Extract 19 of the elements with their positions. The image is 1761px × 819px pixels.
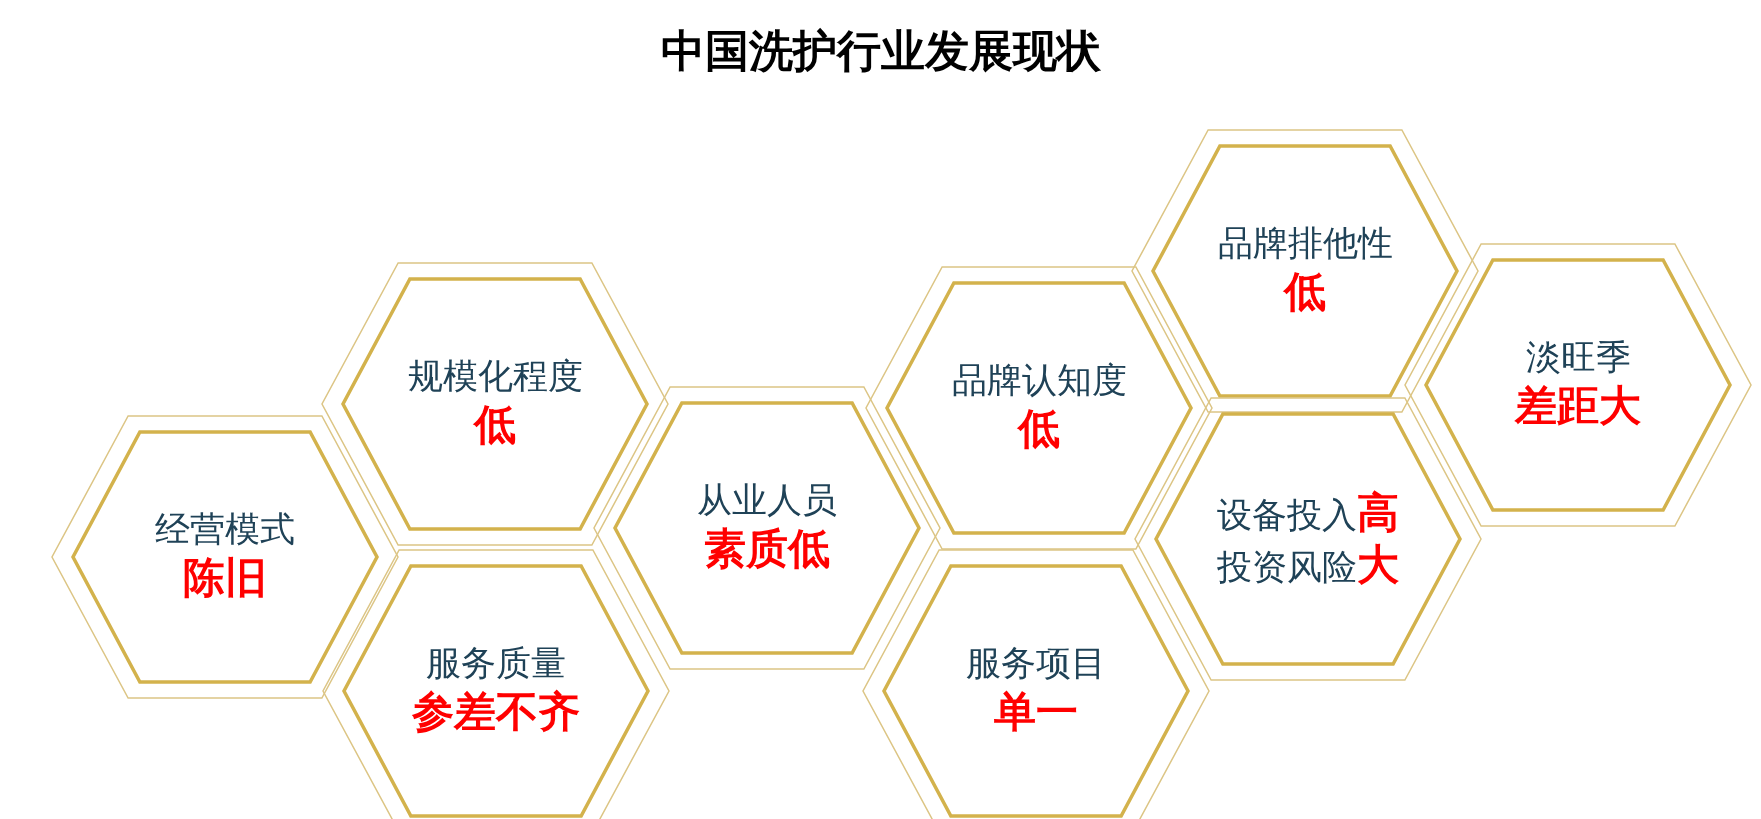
- highlight-text: 低: [1016, 404, 1061, 454]
- highlight-text: 差距大: [1513, 381, 1642, 431]
- label-text: 经营模式: [154, 508, 296, 551]
- label-text: 规模化程度: [406, 355, 584, 398]
- highlight-text: 参差不齐: [411, 687, 581, 737]
- label-text: 品牌排他性: [1216, 222, 1394, 265]
- highlight-text: 单一: [993, 687, 1079, 737]
- label-text: 从业人员: [696, 479, 838, 522]
- highlight-text: 低: [472, 400, 517, 450]
- highlight-text: 素质低: [703, 524, 831, 574]
- label-text: 服务项目: [965, 642, 1107, 685]
- label-text: 品牌认知度: [950, 359, 1128, 402]
- title: 中国洗护行业发展现状: [659, 24, 1102, 78]
- label-text: 投资风险大: [1216, 539, 1400, 591]
- label-text: 设备投入高: [1216, 487, 1400, 539]
- highlight-text: 陈旧: [182, 553, 268, 603]
- highlight-text: 低: [1282, 267, 1327, 317]
- label-text: 淡旺季: [1524, 336, 1632, 379]
- label-text: 服务质量: [425, 642, 567, 685]
